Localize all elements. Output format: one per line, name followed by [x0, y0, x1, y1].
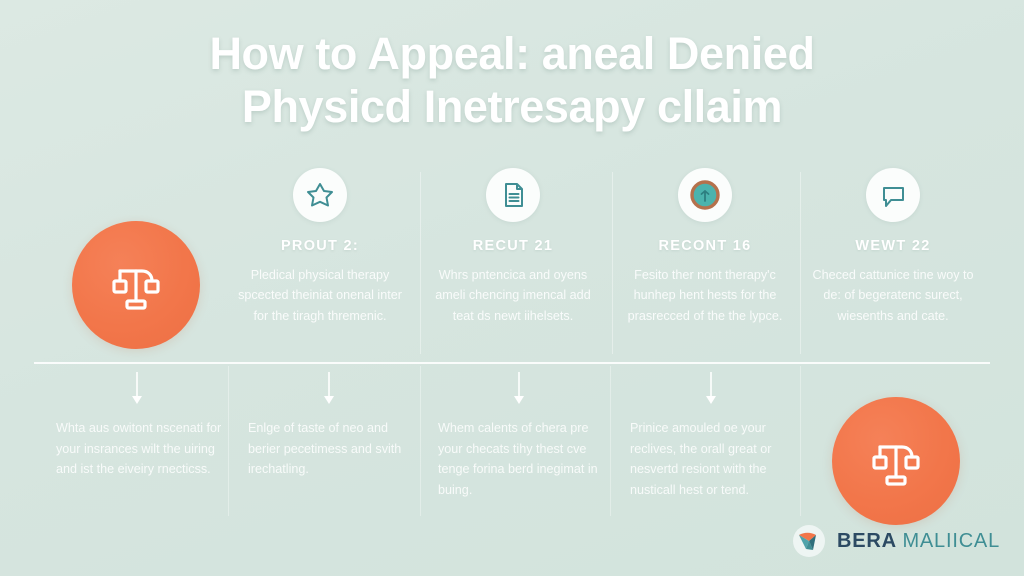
logo-text: BERA MALIICAL: [837, 530, 1000, 553]
document-icon: [486, 168, 540, 222]
feature-body: Whrs pntencica and oyens ameli chencing …: [435, 268, 591, 323]
brand-logo: BERA MALIICAL: [792, 524, 1000, 558]
step-block-3: Whem calents of chera pre your checats t…: [430, 372, 608, 501]
hero-badge-right: [832, 397, 960, 525]
column-separator: [420, 366, 421, 516]
feature-heading: RECUT 21: [472, 238, 554, 254]
logo-text-primary: BERA: [836, 529, 897, 552]
feature-column-2: RECUT 21 Whrs pntencica and oyens ameli …: [425, 168, 601, 326]
feature-heading: RECONT 16: [658, 238, 752, 254]
step-body: Enlge of taste of neo and berier pecetim…: [248, 421, 402, 477]
column-separator: [420, 172, 421, 354]
page-title: How to Appeal: aneal Denied Physicd Inet…: [0, 28, 1024, 133]
star-icon: [293, 168, 347, 222]
down-arrow-icon: [324, 372, 334, 404]
down-arrow-icon: [706, 372, 716, 404]
feature-body: Fesito ther nont therapy'c hunhep hent h…: [627, 268, 783, 323]
feature-body: Checed cattunice tine woy to de: of bege…: [812, 268, 974, 323]
column-separator: [228, 366, 229, 516]
title-line-1: How to Appeal: aneal Denied: [209, 28, 815, 79]
down-arrow-icon: [514, 372, 524, 404]
feature-heading: WEWT 22: [855, 238, 931, 254]
down-arrow-icon: [132, 372, 142, 404]
column-separator: [800, 366, 801, 516]
feature-column-4: WEWT 22 Checed cattunice tine woy to de:…: [805, 168, 981, 326]
balance-scale-icon: [112, 269, 160, 310]
step-block-2: Enlge of taste of neo and berier pecetim…: [240, 372, 418, 480]
step-body: Whem calents of chera pre your checats t…: [438, 421, 598, 497]
column-separator: [610, 366, 611, 516]
balance-scale-icon: [872, 445, 920, 486]
feature-column-1: PROUT 2: Pledical physical therapy spcec…: [232, 168, 408, 326]
target-circle-icon: [678, 168, 732, 222]
title-line-2: Physicd Inetresapy cllaim: [241, 80, 783, 132]
column-separator: [612, 172, 613, 354]
feature-heading: PROUT 2:: [280, 238, 360, 254]
step-block-4: Prinice amouled oe your reclives, the or…: [622, 372, 800, 501]
feature-body: Pledical physical therapy spcected thein…: [238, 268, 402, 323]
bera-logo-mark: [792, 525, 825, 557]
speech-bubble-icon: [866, 168, 920, 222]
hero-badge-left: [72, 221, 200, 349]
section-divider: [34, 362, 990, 364]
step-block-1: Whta aus owitont nscenati for your insra…: [48, 372, 226, 480]
step-body: Prinice amouled oe your reclives, the or…: [630, 421, 772, 497]
logo-text-secondary: MALIICAL: [902, 529, 1000, 552]
step-body: Whta aus owitont nscenati for your insra…: [56, 421, 222, 477]
column-separator: [800, 172, 801, 354]
feature-column-3: RECONT 16 Fesito ther nont therapy'c hun…: [617, 168, 793, 326]
